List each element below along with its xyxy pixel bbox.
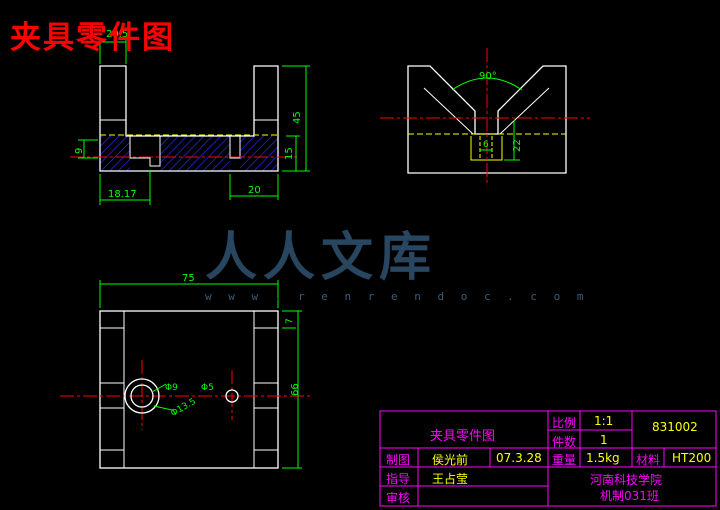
dim-front-bottom: 15 bbox=[284, 147, 295, 160]
title-block-frame bbox=[379, 410, 717, 507]
tb-drawn-date: 07.3.28 bbox=[496, 451, 542, 465]
tb-material-label: 材料 bbox=[636, 453, 661, 467]
tb-weight-value: 1.5kg bbox=[586, 451, 620, 465]
dim-side-slot-h: 22 bbox=[512, 139, 523, 152]
dim-plan-width: 75 bbox=[182, 273, 195, 284]
tb-drawn-label: 制图 bbox=[386, 453, 411, 467]
dim-front-left: 18.17 bbox=[108, 189, 137, 200]
dim-side-slot-w: 6 bbox=[483, 140, 489, 150]
watermark-url: w w w . r e n r e n d o c . c o m bbox=[205, 290, 589, 303]
hatch-middle bbox=[160, 136, 230, 171]
dim-front-top-gap: 20.5 bbox=[106, 29, 128, 40]
dim-side-angle: 90° bbox=[479, 71, 497, 82]
tb-scale-value: 1:1 bbox=[594, 414, 614, 428]
watermark-text: 人人文库 bbox=[205, 227, 438, 288]
dim-hole-big-outer: Φ13.5 bbox=[169, 397, 197, 419]
side-outline bbox=[407, 65, 567, 174]
tb-guide-name: 王占莹 bbox=[432, 472, 469, 486]
front-outline bbox=[99, 65, 279, 172]
tb-scale-label: 比例 bbox=[552, 416, 577, 430]
tb-weight-label: 重量 bbox=[552, 453, 577, 467]
hatch-right bbox=[240, 136, 278, 171]
hole-large-inner bbox=[130, 384, 154, 408]
tb-review-label: 审核 bbox=[386, 491, 411, 505]
dim-plan-step: 7 bbox=[285, 318, 295, 324]
tb-guide-label: 指导 bbox=[386, 472, 411, 486]
dim-plan-height: 66 bbox=[290, 383, 301, 396]
tb-drawn-name: 侯光前 bbox=[432, 453, 469, 467]
hole-large-outer bbox=[124, 378, 160, 414]
tb-school: 河南科技学院 bbox=[590, 473, 663, 487]
hole-small bbox=[225, 389, 239, 403]
tb-qty-label: 件数 bbox=[552, 435, 577, 449]
angle-arc bbox=[451, 77, 523, 91]
tb-drawing-no: 831002 bbox=[652, 420, 698, 434]
tb-part-name: 夹具零件图 bbox=[430, 429, 496, 444]
dim-front-right: 20 bbox=[248, 185, 261, 196]
dim-front-height: 45 bbox=[292, 111, 303, 124]
hatch-left bbox=[100, 136, 130, 171]
dim-front-slot: 9 bbox=[74, 148, 85, 154]
side-view: 90° 6 22 bbox=[380, 48, 590, 185]
drawing-title: 夹具零件图 bbox=[10, 20, 175, 56]
dim-hole-big-inner: Φ9 bbox=[165, 383, 178, 393]
dim-hole-small: Φ5 bbox=[201, 383, 214, 393]
plan-outline bbox=[99, 310, 279, 469]
front-view: 20.5 45 15 9 18.17 20 bbox=[70, 29, 310, 205]
tb-material-value: HT200 bbox=[672, 451, 712, 465]
tb-qty-value: 1 bbox=[600, 433, 608, 447]
tb-class: 机制031班 bbox=[600, 489, 659, 503]
